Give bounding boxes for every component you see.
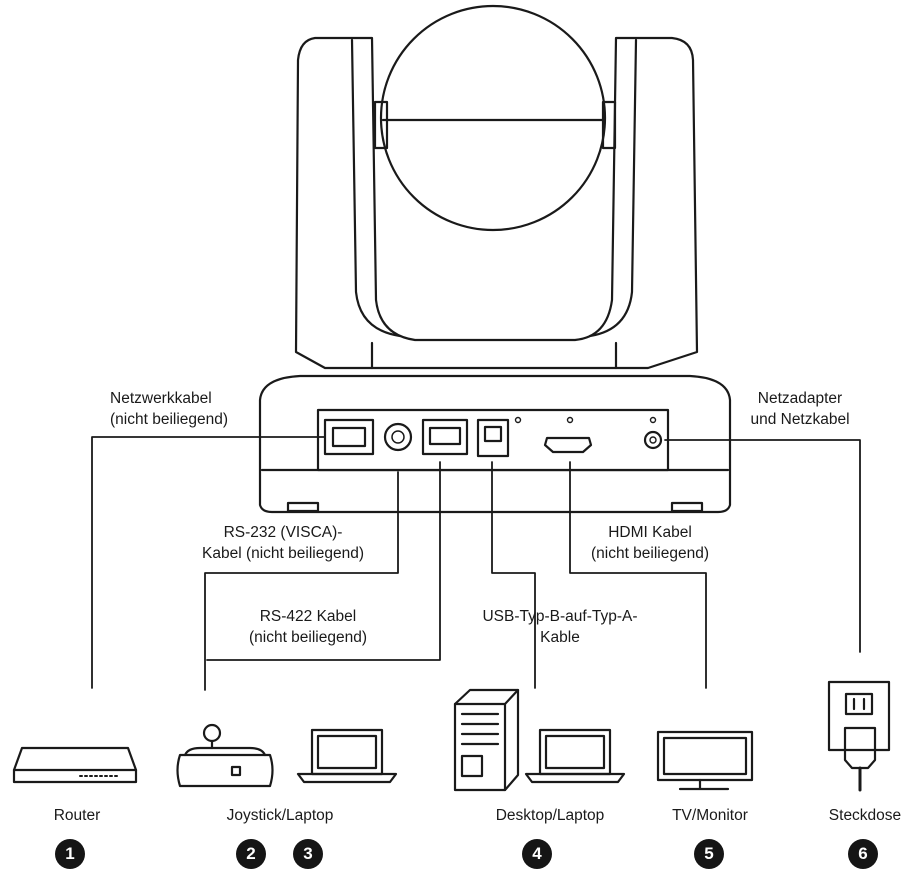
number-badge-4: 4 [522,839,552,869]
power-adapter-label: Netzadapter und Netzkabel [735,388,865,430]
hdmi-cable-label: HDMI Kabel (nicht beiliegend) [565,522,735,564]
tv-monitor-label: TV/Monitor [672,807,748,824]
rs232-cable-label: RS-232 (VISCA)- Kabel (nicht beiliegend) [178,522,388,564]
rs422-cable-label-line2: (nicht beiliegend) [248,629,368,646]
camera-head [294,4,699,370]
number-badge-3: 3 [293,839,323,869]
hdmi-cable-line [569,461,707,689]
hdmi-cable-label-line1: HDMI Kabel [608,524,692,541]
camera-base [258,374,732,514]
rs422-cable-label-line1: RS-422 Kabel [259,608,357,625]
usb-cable-line [491,461,536,689]
rs232-cable-label-line1: RS-232 (VISCA)- [223,524,343,541]
joystick-laptop-label: Joystick/Laptop [226,807,334,824]
laptop-icon-2 [524,728,626,784]
number-badge-6: 6 [848,839,878,869]
desktop-tower-icon [453,688,520,792]
cables [91,436,861,691]
rs422-cable-line [206,461,441,661]
number-badge-2: 2 [236,839,266,869]
power-adapter-label-line2: und Netzkabel [750,411,850,428]
number-badge-1: 1 [55,839,85,869]
usb-cable-label-line1: USB-Typ-B-auf-Typ-A- [482,608,638,625]
dc-in-port [643,430,663,450]
power-adapter-label-line1: Netzadapter [757,390,843,407]
power-outlet-icon [827,680,891,792]
power-cable-line [664,439,861,653]
network-cable-label-line2: (nicht beiliegend) [110,411,229,428]
router-label: Router [53,807,101,824]
usb-port [476,418,510,458]
desktop-laptop-label: Desktop/Laptop [495,807,605,824]
hdmi-port [543,436,593,454]
rs232-port [383,422,413,452]
rs232-cable-label-line2: Kabel (nicht beiliegend) [202,545,364,562]
camera-lens [379,4,607,232]
monitor-icon [656,730,754,791]
joystick-icon [176,723,274,788]
rs422-cable-label: RS-422 Kabel (nicht beiliegend) [228,606,388,648]
usb-cable-label: USB-Typ-B-auf-Typ-A- Kable [455,606,665,648]
router-icon [12,746,138,784]
laptop-icon [296,728,398,784]
rs232-cable-line [204,471,399,691]
socket-label: Steckdose [828,807,902,824]
number-badge-5: 5 [694,839,724,869]
network-cable-label-line1: Netzwerkkabel [110,390,212,407]
rs422-port [421,418,469,456]
network-cable-line [91,436,326,689]
usb-cable-label-line2: Kable [540,629,580,646]
hdmi-cable-label-line2: (nicht beiliegend) [590,545,710,562]
network-cable-label: Netzwerkkabel (nicht beiliegend) [110,388,228,430]
